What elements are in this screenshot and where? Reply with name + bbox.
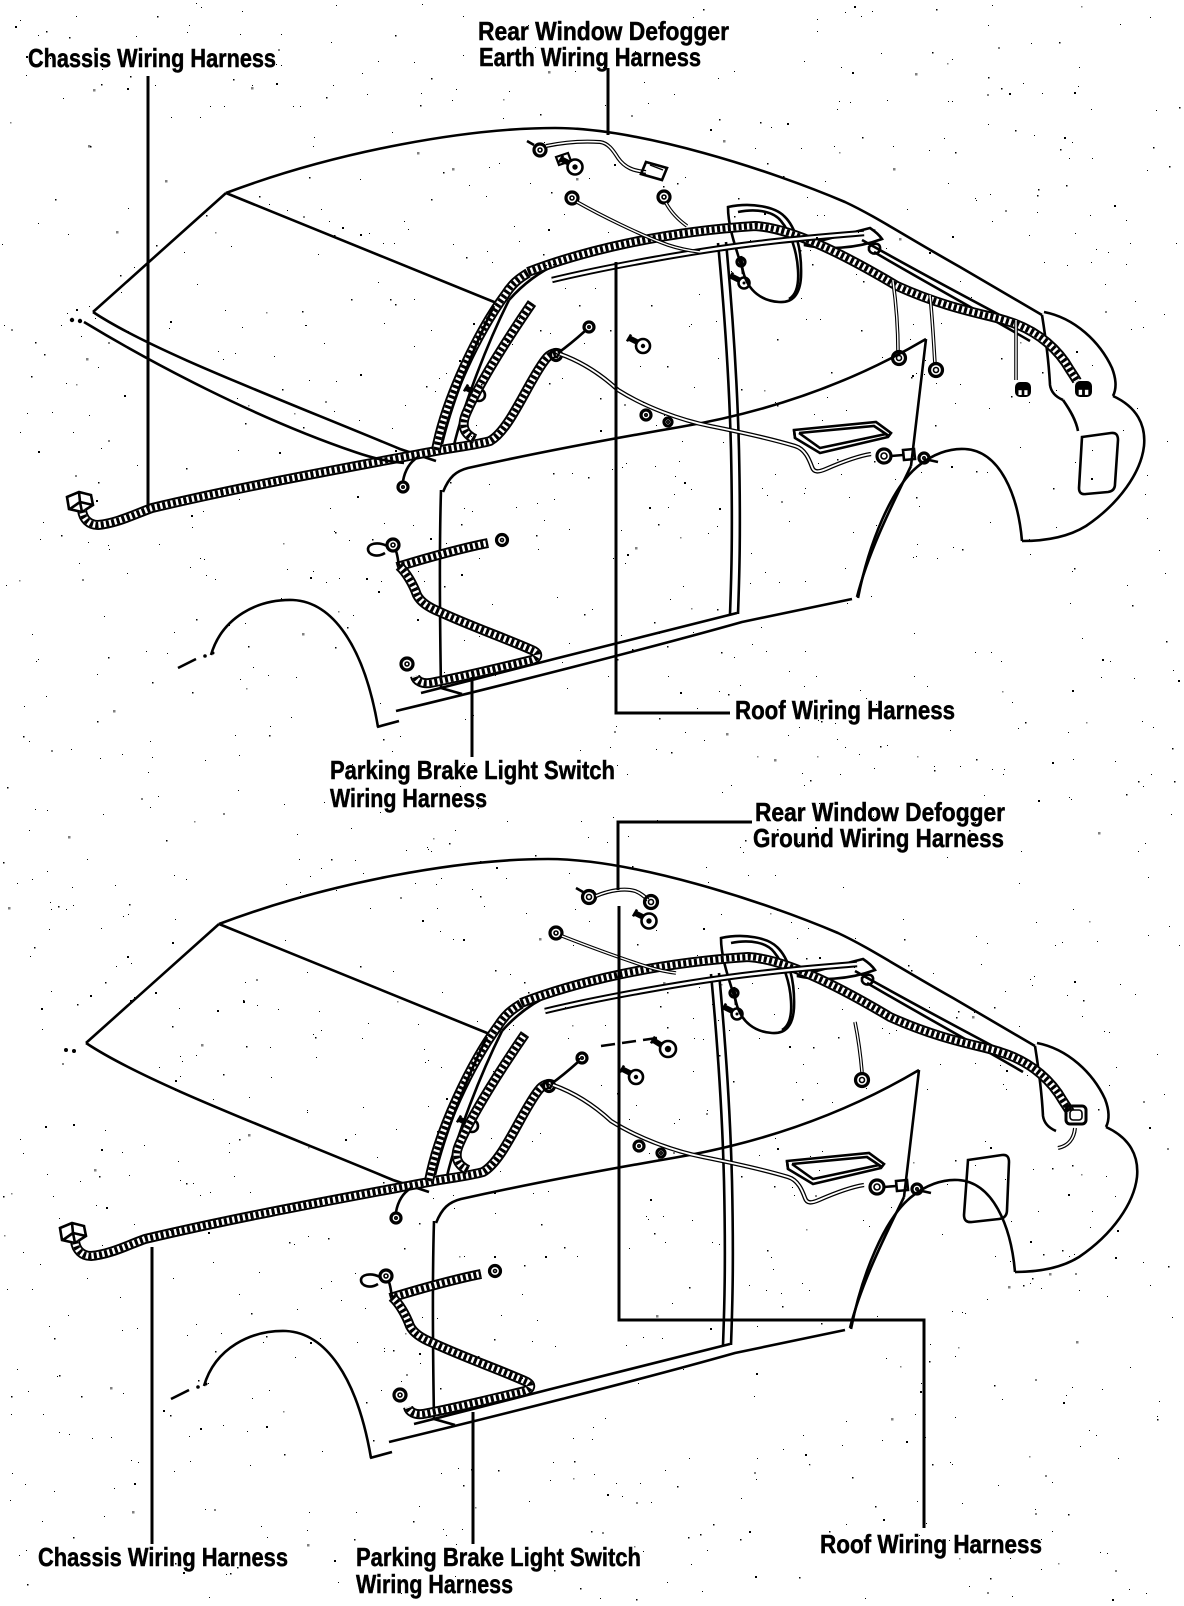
svg-text:Rear Window Defogger: Rear Window Defogger (755, 797, 1005, 827)
svg-text:Parking Brake Light Switch: Parking Brake Light Switch (330, 755, 615, 785)
svg-text:Chassis Wiring Harness: Chassis Wiring Harness (38, 1542, 288, 1572)
svg-text:Wiring Harness: Wiring Harness (330, 783, 487, 813)
svg-text:Roof Wiring Harness: Roof Wiring Harness (735, 695, 955, 725)
svg-text:Earth Wiring Harness: Earth Wiring Harness (479, 42, 701, 72)
svg-text:Rear Window Defogger: Rear Window Defogger (478, 16, 729, 46)
svg-text:Wiring Harness: Wiring Harness (356, 1569, 513, 1599)
svg-text:Chassis Wiring Harness: Chassis Wiring Harness (28, 43, 276, 73)
svg-text:Roof Wiring Harness: Roof Wiring Harness (820, 1529, 1042, 1559)
svg-text:Parking Brake Light Switch: Parking Brake Light Switch (356, 1542, 641, 1572)
svg-text:Ground Wiring Harness: Ground Wiring Harness (753, 823, 1004, 853)
